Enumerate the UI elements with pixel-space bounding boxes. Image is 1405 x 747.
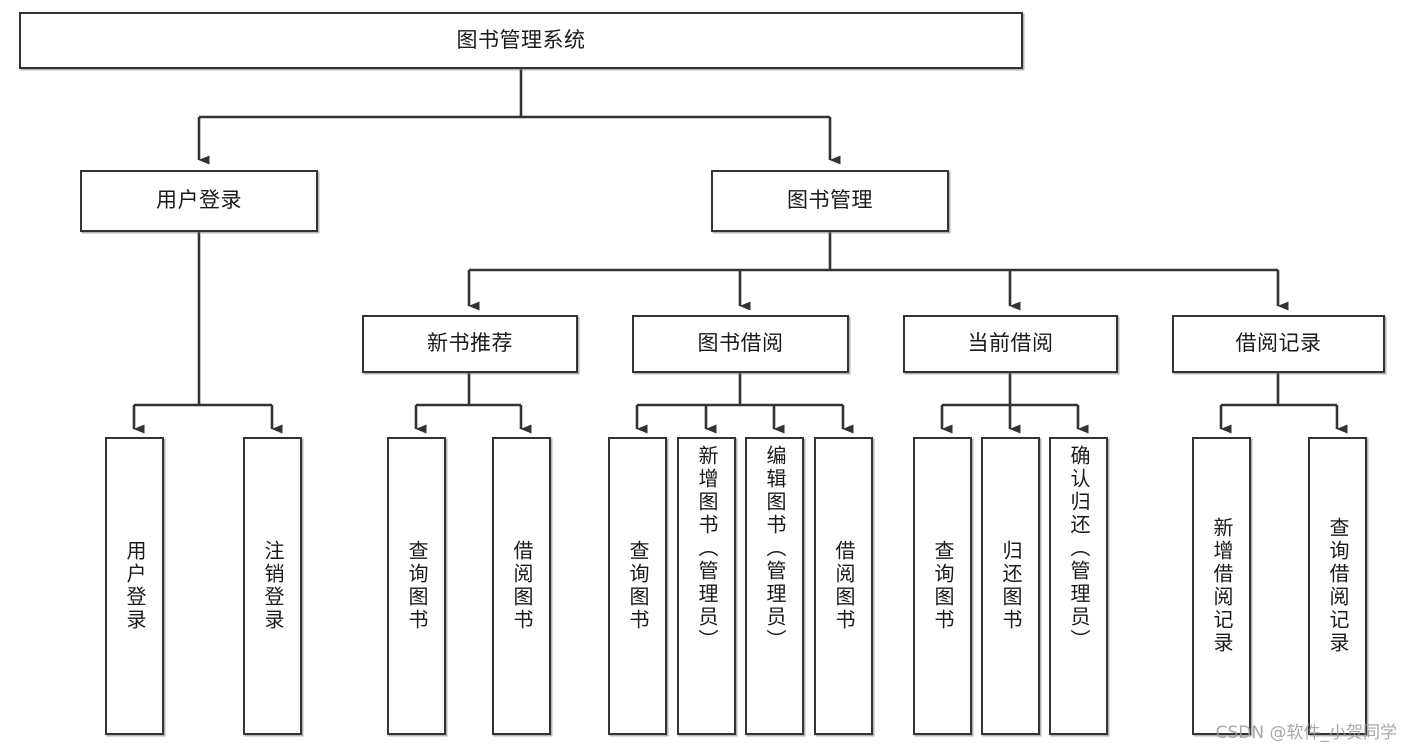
node-leaf-add-book[interactable]: 新增图书（管理员） xyxy=(677,437,736,735)
node-current-borrow[interactable]: 当前借阅 xyxy=(903,315,1118,373)
node-leaf-query-book-new[interactable]: 查询图书 xyxy=(387,437,446,735)
node-label: 查询图书 xyxy=(626,540,650,632)
node-book-borrow[interactable]: 图书借阅 xyxy=(632,315,849,373)
node-label: 查询图书 xyxy=(931,540,955,632)
node-leaf-borrow-book-borrow[interactable]: 借阅图书 xyxy=(814,437,873,735)
node-label: 图书管理 xyxy=(787,188,873,213)
node-label: 编辑图书（管理员） xyxy=(763,445,787,652)
node-label: 新增借阅记录 xyxy=(1210,517,1234,655)
node-new-book-recommend[interactable]: 新书推荐 xyxy=(362,315,578,373)
node-user-login[interactable]: 用户登录 xyxy=(80,170,318,232)
node-label: 借阅记录 xyxy=(1235,331,1322,356)
node-label: 注销登录 xyxy=(261,540,285,632)
node-root-book-management-system[interactable]: 图书管理系统 xyxy=(19,12,1023,69)
node-label: 当前借阅 xyxy=(967,331,1054,356)
node-borrow-record[interactable]: 借阅记录 xyxy=(1172,315,1385,373)
node-label: 归还图书 xyxy=(999,540,1023,632)
node-leaf-confirm-return[interactable]: 确认归还（管理员） xyxy=(1049,437,1108,735)
node-label: 确认归还（管理员） xyxy=(1067,445,1091,652)
node-leaf-user-login[interactable]: 用户登录 xyxy=(105,437,164,735)
node-leaf-logout-login[interactable]: 注销登录 xyxy=(243,437,302,735)
node-label: 图书管理系统 xyxy=(456,27,586,52)
node-book-management[interactable]: 图书管理 xyxy=(711,170,949,232)
node-leaf-edit-book[interactable]: 编辑图书（管理员） xyxy=(745,437,804,735)
node-leaf-add-borrow-record[interactable]: 新增借阅记录 xyxy=(1192,437,1251,735)
node-label: 新书推荐 xyxy=(427,331,513,356)
node-leaf-borrow-book-new[interactable]: 借阅图书 xyxy=(492,437,551,735)
node-leaf-return-book[interactable]: 归还图书 xyxy=(981,437,1040,735)
node-label: 借阅图书 xyxy=(832,540,856,632)
node-leaf-query-book-current[interactable]: 查询图书 xyxy=(913,437,972,735)
node-label: 图书借阅 xyxy=(697,331,784,356)
node-label: 新增图书（管理员） xyxy=(695,445,719,652)
node-label: 用户登录 xyxy=(123,540,147,632)
node-label: 借阅图书 xyxy=(510,540,534,632)
node-leaf-query-borrow-record[interactable]: 查询借阅记录 xyxy=(1308,437,1367,735)
node-label: 查询图书 xyxy=(405,540,429,632)
node-leaf-query-book-borrow[interactable]: 查询图书 xyxy=(608,437,667,735)
node-label: 用户登录 xyxy=(156,188,242,213)
node-label: 查询借阅记录 xyxy=(1326,517,1350,655)
